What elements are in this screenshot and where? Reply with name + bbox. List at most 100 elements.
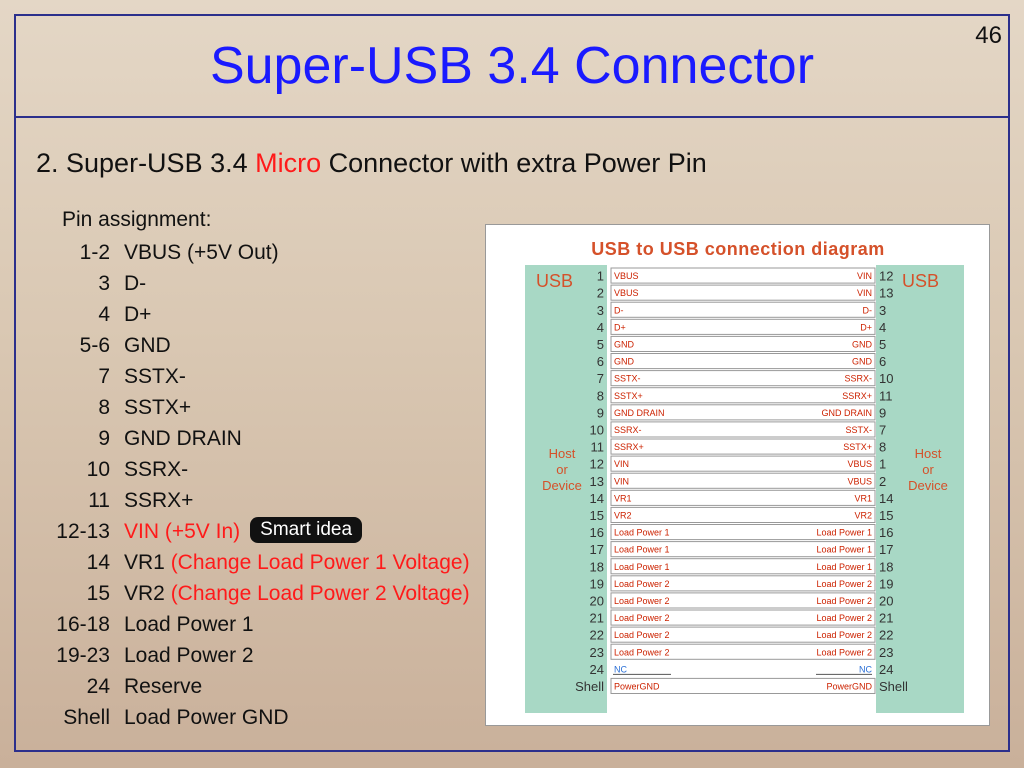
wire-right-signal: VIN [857, 271, 872, 281]
left-pin-number: 7 [597, 371, 604, 386]
right-connector-panel [876, 265, 964, 713]
pin-description: SSRX- [124, 456, 188, 483]
title-divider [14, 116, 1010, 118]
diagram-title: USB to USB connection diagram [591, 239, 885, 259]
wire-box [610, 353, 876, 370]
wire-box [610, 404, 876, 421]
right-pin-number: 23 [879, 645, 893, 660]
left-pin-number: 23 [590, 645, 604, 660]
left-pin-number: 5 [597, 337, 604, 352]
wire-box [610, 318, 876, 335]
wire-right-signal: Load Power 2 [816, 647, 872, 657]
right-pin-number: 1 [879, 457, 886, 472]
right-pin-number: Shell [879, 679, 908, 694]
wire-right-signal: GND DRAIN [821, 408, 872, 418]
pin-description: D+ [124, 301, 151, 328]
wire-right-signal: GND [852, 357, 873, 367]
wire-box [610, 489, 876, 506]
pin-number: 5-6 [79, 334, 110, 357]
wire-right-signal: VBUS [847, 459, 872, 469]
left-pin-number: 10 [590, 422, 604, 437]
pin-note: (Change Load Power 2 Voltage) [164, 582, 470, 605]
left-pin-number: 19 [590, 576, 604, 591]
right-pin-number: 16 [879, 525, 893, 540]
pin-description: GND DRAIN [124, 425, 242, 452]
left-pin-number: 1 [597, 269, 604, 284]
left-pin-number: 22 [590, 628, 604, 643]
right-side-label: or [922, 462, 934, 477]
slide-border [14, 14, 1010, 752]
smart-idea-badge: Smart idea [250, 517, 363, 544]
wire-left-signal: Load Power 1 [614, 528, 670, 538]
right-pin-number: 14 [879, 491, 893, 506]
subtitle-suffix: Connector with extra Power Pin [321, 148, 707, 178]
wire-right-signal: SSTX+ [843, 442, 872, 452]
pin-number: 3 [98, 272, 110, 295]
right-pin-number: 19 [879, 576, 893, 591]
pin-signal: D- [124, 272, 147, 295]
subtitle-accent: Micro [255, 148, 322, 178]
wire-right-signal: SSRX- [844, 374, 872, 384]
pin-description: SSTX- [124, 363, 186, 390]
left-pin-number: 21 [590, 611, 604, 626]
pin-assignment-heading: Pin assignment: [62, 208, 212, 231]
pin-number: 12-13 [56, 520, 110, 543]
left-pin-number: 3 [597, 303, 604, 318]
right-pin-number: 15 [879, 508, 893, 523]
wire-left-signal: GND [614, 357, 635, 367]
pin-signal: SSRX+ [124, 489, 194, 512]
pin-number: 11 [88, 489, 110, 512]
wire-left-signal: Load Power 2 [614, 579, 670, 589]
right-side-label: Device [908, 478, 948, 493]
wire-left-signal: Load Power 2 [614, 596, 670, 606]
pin-number: 7 [98, 365, 110, 388]
pin-signal: GND [124, 334, 171, 357]
wire-box [610, 421, 876, 438]
pin-number: 15 [86, 582, 110, 605]
right-pin-number: 17 [879, 542, 893, 557]
wire-right-signal: VIN [857, 288, 872, 298]
wire-right-signal: SSRX+ [842, 391, 872, 401]
wire-left-signal: Load Power 2 [614, 630, 670, 640]
left-side-label: Host [549, 446, 576, 461]
wire-box [610, 301, 876, 318]
pin-signal: VR1 [124, 551, 165, 574]
wire-box [610, 626, 876, 643]
wire-box [610, 677, 876, 694]
right-pin-number: 4 [879, 320, 886, 335]
wire-right-signal: Load Power 1 [816, 545, 872, 555]
right-pin-number: 12 [879, 269, 893, 284]
wire-box [610, 455, 876, 472]
right-pin-number: 6 [879, 354, 886, 369]
wire-right-signal: Load Power 1 [816, 528, 872, 538]
wire-box [610, 267, 876, 284]
right-pin-number: 2 [879, 474, 886, 489]
left-pin-number: Shell [575, 679, 604, 694]
subtitle-prefix: 2. Super-USB 3.4 [36, 148, 256, 178]
wire-right-signal: Load Power 2 [816, 630, 872, 640]
wire-left-signal: Load Power 2 [614, 647, 670, 657]
pin-description: Load Power 2 [124, 642, 254, 669]
pin-description: Reserve [124, 673, 202, 700]
wire-right-signal: Load Power 1 [816, 562, 872, 572]
wire-right-signal: Load Power 2 [816, 579, 872, 589]
pin-number: 4 [98, 303, 110, 326]
right-pin-number: 13 [879, 286, 893, 301]
left-pin-number: 9 [597, 405, 604, 420]
left-pin-number: 6 [597, 354, 604, 369]
pin-description: Load Power GND [124, 704, 289, 731]
pin-signal: VIN (+5V In) [124, 520, 241, 543]
pin-description: VIN (+5V In) Smart idea [124, 517, 363, 545]
pin-description: Load Power 1 [124, 611, 254, 638]
left-pin-number: 11 [591, 440, 605, 455]
wire-left-signal: D+ [614, 322, 626, 332]
right-usb-label: USB [902, 271, 939, 291]
left-pin-number: 2 [597, 286, 604, 301]
wire-right-signal: Load Power 2 [816, 596, 872, 606]
wire-left-signal: SSRX- [614, 425, 642, 435]
slide-subtitle: 2. Super-USB 3.4 Micro Connector with ex… [36, 148, 707, 179]
wire-left-signal: Load Power 1 [614, 562, 670, 572]
right-pin-number: 22 [879, 628, 893, 643]
